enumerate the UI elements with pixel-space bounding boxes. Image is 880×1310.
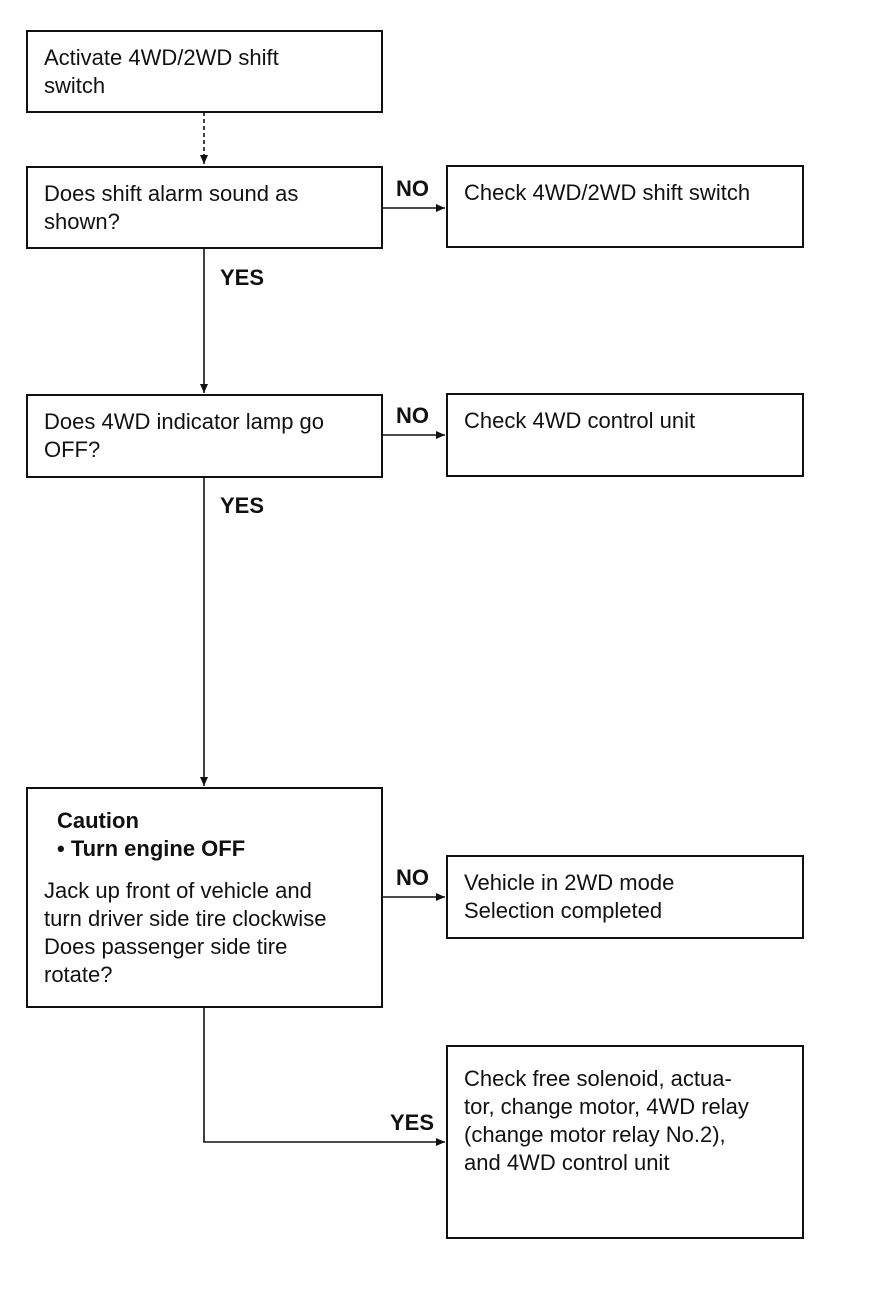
- mode-line-2: Selection completed: [464, 898, 663, 923]
- activate-line-1: Activate 4WD/2WD shift: [44, 45, 279, 70]
- arrow-caution-to-check-solenoid: [203, 1007, 445, 1146]
- solenoid-line-1: Check free solenoid, actua-: [464, 1066, 732, 1091]
- solenoid-line-3: (change motor relay No.2),: [464, 1122, 726, 1147]
- yes-label-1: YES: [220, 265, 265, 290]
- caution-line-3: Does passenger side tire: [44, 934, 288, 959]
- check-switch-text: Check 4WD/2WD shift switch: [464, 180, 751, 205]
- alarm-line-2: shown?: [44, 209, 120, 234]
- shift-alarm-question: Does shift alarm sound as shown?: [26, 166, 383, 249]
- indicator-lamp-question: Does 4WD indicator lamp go OFF?: [26, 394, 383, 478]
- check-solenoid-step: Check free solenoid, actua- tor, change …: [446, 1045, 804, 1239]
- check-shift-switch-step: Check 4WD/2WD shift switch: [446, 165, 804, 248]
- no-label-2: NO: [396, 403, 429, 428]
- two-wd-mode-result: Vehicle in 2WD mode Selection completed: [446, 855, 804, 939]
- no-label-1: NO: [396, 176, 429, 201]
- check-control-unit-step: Check 4WD control unit: [446, 393, 804, 477]
- caution-line-1: Jack up front of vehicle and: [44, 878, 312, 903]
- mode-line-1: Vehicle in 2WD mode: [464, 870, 675, 895]
- caution-tire-question: Caution • Turn engine OFF Jack up front …: [26, 787, 383, 1008]
- alarm-line-1: Does shift alarm sound as: [44, 181, 299, 206]
- caution-title: Caution: [57, 808, 139, 833]
- activate-line-2: switch: [44, 73, 106, 98]
- lamp-line-2: OFF?: [44, 437, 101, 462]
- caution-line-2: turn driver side tire clockwise: [44, 906, 327, 931]
- yes-label-2: YES: [220, 493, 265, 518]
- solenoid-line-2: tor, change motor, 4WD relay: [464, 1094, 749, 1119]
- caution-line-4: rotate?: [44, 962, 113, 987]
- check-unit-text: Check 4WD control unit: [464, 408, 696, 433]
- yes-label-3: YES: [390, 1110, 435, 1135]
- activate-switch-step: Activate 4WD/2WD shift switch: [26, 30, 383, 113]
- solenoid-line-4: and 4WD control unit: [464, 1150, 670, 1175]
- caution-bullet: • Turn engine OFF: [57, 836, 246, 861]
- lamp-line-1: Does 4WD indicator lamp go: [44, 409, 325, 434]
- no-label-3: NO: [396, 865, 429, 890]
